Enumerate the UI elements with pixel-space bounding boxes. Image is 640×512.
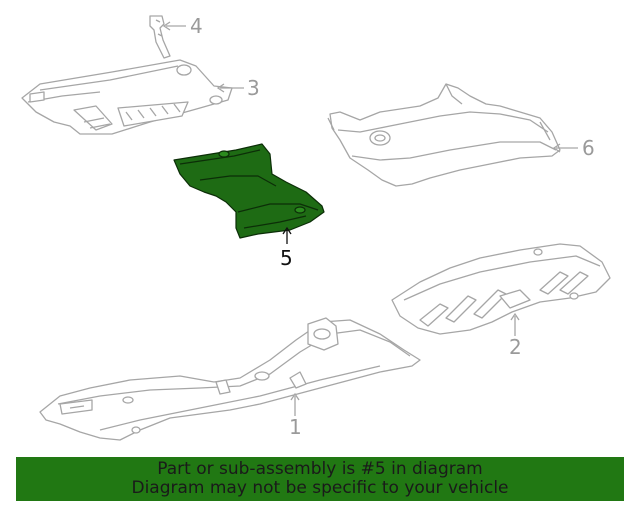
callout-6: 6 bbox=[582, 136, 595, 160]
callout-4: 4 bbox=[190, 14, 203, 38]
arrowhead-4 bbox=[162, 21, 171, 31]
arrowhead-6 bbox=[552, 143, 561, 153]
callout-1: 1 bbox=[289, 415, 302, 439]
info-banner: Part or sub-assembly is #5 in diagram Di… bbox=[16, 457, 624, 501]
callout-2: 2 bbox=[509, 335, 522, 359]
part-6-cover[interactable] bbox=[327, 83, 561, 187]
arrowhead-3 bbox=[216, 83, 225, 93]
part-4-bracket[interactable] bbox=[149, 15, 171, 59]
parts-diagram: 4 3 6 5 2 1 bbox=[21, 14, 611, 441]
arrowhead-1 bbox=[290, 392, 300, 401]
part-5-highlighted[interactable] bbox=[173, 143, 325, 239]
callout-3: 3 bbox=[247, 76, 260, 100]
banner-line-2: Diagram may not be specific to your vehi… bbox=[131, 478, 509, 498]
banner-line-1: Part or sub-assembly is #5 in diagram bbox=[157, 459, 483, 479]
callout-5: 5 bbox=[280, 246, 293, 270]
arrowhead-5 bbox=[282, 226, 292, 235]
part-3-panel[interactable] bbox=[21, 59, 233, 135]
arrowhead-2 bbox=[510, 312, 520, 321]
part-1-panel[interactable] bbox=[39, 317, 421, 441]
part-2-shield[interactable] bbox=[391, 243, 611, 335]
